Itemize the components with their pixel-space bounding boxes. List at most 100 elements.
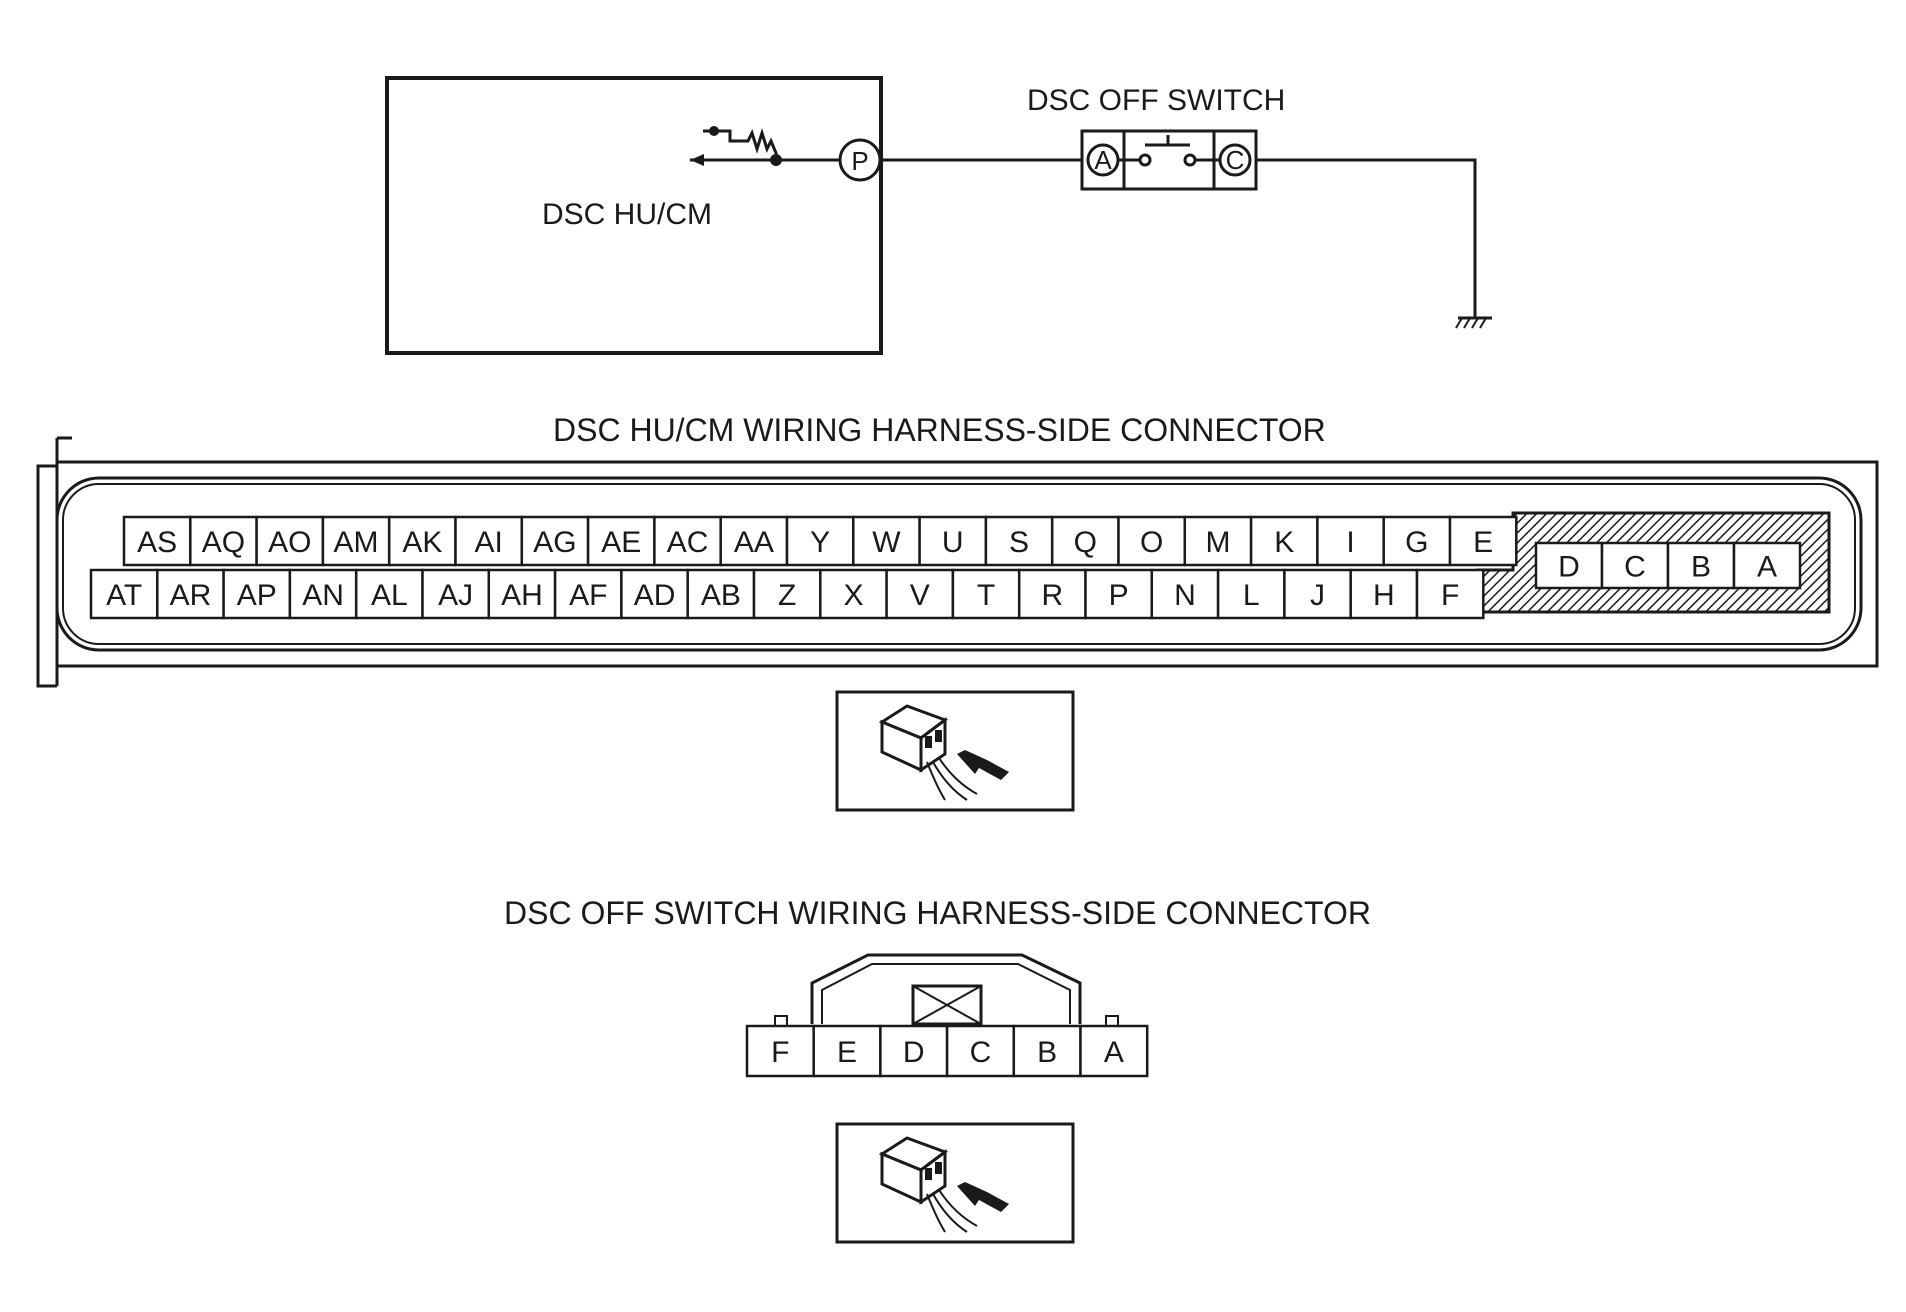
switch-pin-label: D <box>903 1036 925 1069</box>
switch-pin-label: B <box>1037 1036 1057 1069</box>
hu-pin-ah: AH <box>487 568 557 620</box>
hu-pin-am: AM <box>321 515 391 567</box>
hu-pin-label: W <box>872 526 901 559</box>
hu-pin-label: AK <box>402 526 442 559</box>
hu-pin-aq: AQ <box>189 515 258 567</box>
hu-pin-label: O <box>1140 526 1163 559</box>
switch-connector-title: DSC OFF SWITCH WIRING HARNESS-SIDE CONNE… <box>504 895 1371 931</box>
hu-pin-label: M <box>1205 526 1230 559</box>
hu-pin-label: AD <box>634 579 676 612</box>
hu-pin-ai: AI <box>454 515 524 567</box>
hu-pin-ab: AB <box>686 568 756 620</box>
hu-power-pin-a: A <box>1732 541 1802 590</box>
hu-pin-label: Y <box>810 526 830 559</box>
switch-label: DSC OFF SWITCH <box>1027 84 1285 117</box>
hu-pin-m: M <box>1183 515 1253 567</box>
switch-terminal-a-label: A <box>1094 145 1112 175</box>
hu-pin-label: T <box>977 579 995 612</box>
hu-pin-label: N <box>1174 579 1196 612</box>
hu-pin-ao: AO <box>255 515 325 567</box>
hu-pin-h: H <box>1349 568 1419 620</box>
hu-pin-label: Z <box>778 579 796 612</box>
module-terminal-label: P <box>851 146 868 176</box>
module-box <box>385 76 883 355</box>
hu-pin-label: F <box>1441 579 1459 612</box>
hu-pin-ac: AC <box>653 515 722 567</box>
hu-pin-aa: AA <box>719 515 789 567</box>
switch-contact-icon <box>1118 135 1220 167</box>
hu-power-pin-c: C <box>1600 541 1670 590</box>
switch-terminal-c-label: C <box>1226 145 1245 175</box>
connector-lock-icon <box>911 984 983 1026</box>
hu-pin-r: R <box>1017 568 1087 620</box>
hu-pin-g: G <box>1382 515 1452 567</box>
hu-pin-label: AF <box>569 579 607 612</box>
switch-pin-f: F <box>745 1024 815 1078</box>
hu-pin-aj: AJ <box>421 568 491 620</box>
hu-pin-label: AM <box>334 526 379 559</box>
hu-pin-ar: AR <box>156 568 225 620</box>
hu-pin-p: P <box>1084 568 1154 620</box>
connector-latch <box>36 464 57 688</box>
hu-pin-x: X <box>819 568 888 620</box>
hu-pin-i: I <box>1316 515 1385 567</box>
hu-pin-label: G <box>1405 526 1428 559</box>
module-label: DSC HU/CM <box>542 198 712 231</box>
hu-pin-af: AF <box>553 568 623 620</box>
hu-pin-label: U <box>942 526 964 559</box>
switch-pin-b: B <box>1012 1024 1082 1078</box>
hu-pin-label: S <box>1009 526 1029 559</box>
hu-power-pin-label: D <box>1558 551 1580 584</box>
hu-power-pin-d: D <box>1534 541 1604 590</box>
hu-pin-label: AJ <box>438 579 473 612</box>
hu-pin-t: T <box>951 568 1021 620</box>
ground-icon <box>1455 316 1492 329</box>
hu-pin-label: AH <box>501 579 543 612</box>
hu-pin-ag: AG <box>520 515 590 567</box>
hu-pin-label: H <box>1373 579 1395 612</box>
hu-connector-title: DSC HU/CM WIRING HARNESS-SIDE CONNECTOR <box>553 412 1326 448</box>
hu-pin-label: AI <box>474 526 502 559</box>
hu-pin-label: AA <box>734 526 774 559</box>
switch-pin-label: F <box>771 1036 789 1069</box>
switch-pin-label: C <box>970 1036 992 1069</box>
hu-pin-label: V <box>910 579 930 612</box>
hu-pin-u: U <box>918 515 988 567</box>
hu-pin-label: AQ <box>202 526 245 559</box>
hu-pin-an: AN <box>288 568 358 620</box>
hu-power-pin-label: A <box>1757 551 1777 584</box>
hu-pin-label: AN <box>302 579 344 612</box>
hu-pin-o: O <box>1117 515 1187 567</box>
hu-pin-j: J <box>1283 568 1352 620</box>
hu-pin-label: AE <box>601 526 641 559</box>
hu-pin-f: F <box>1415 568 1485 620</box>
hu-pin-label: AB <box>701 579 741 612</box>
hu-pin-q: Q <box>1050 515 1120 567</box>
hu-pin-label: AT <box>106 579 142 612</box>
hu-connector: DSC HU/CM WIRING HARNESS-SIDE CONNECTOR … <box>36 412 1879 688</box>
hu-pin-label: Q <box>1074 526 1097 559</box>
connector-roof <box>810 953 1082 1024</box>
hu-power-pin-label: C <box>1624 551 1646 584</box>
hu-pin-label: J <box>1310 579 1325 612</box>
switch-pin-label: A <box>1104 1036 1124 1069</box>
hu-pin-s: S <box>984 515 1054 567</box>
hu-pin-as: AS <box>122 515 192 567</box>
hu-pin-ak: AK <box>387 515 457 567</box>
hu-power-pin-label: B <box>1691 551 1711 584</box>
switch-pin-label: E <box>837 1036 857 1069</box>
switch-pin-e: E <box>812 1024 882 1078</box>
hu-pin-label: P <box>1109 579 1129 612</box>
hu-pin-e: E <box>1448 515 1518 567</box>
switch-connector: DSC OFF SWITCH WIRING HARNESS-SIDE CONNE… <box>504 895 1371 1078</box>
hu-pin-ae: AE <box>586 515 656 567</box>
ground-wire <box>1256 158 1477 318</box>
hu-pin-label: AS <box>137 526 177 559</box>
hu-pin-y: Y <box>785 515 855 567</box>
hu-pin-label: X <box>843 579 863 612</box>
